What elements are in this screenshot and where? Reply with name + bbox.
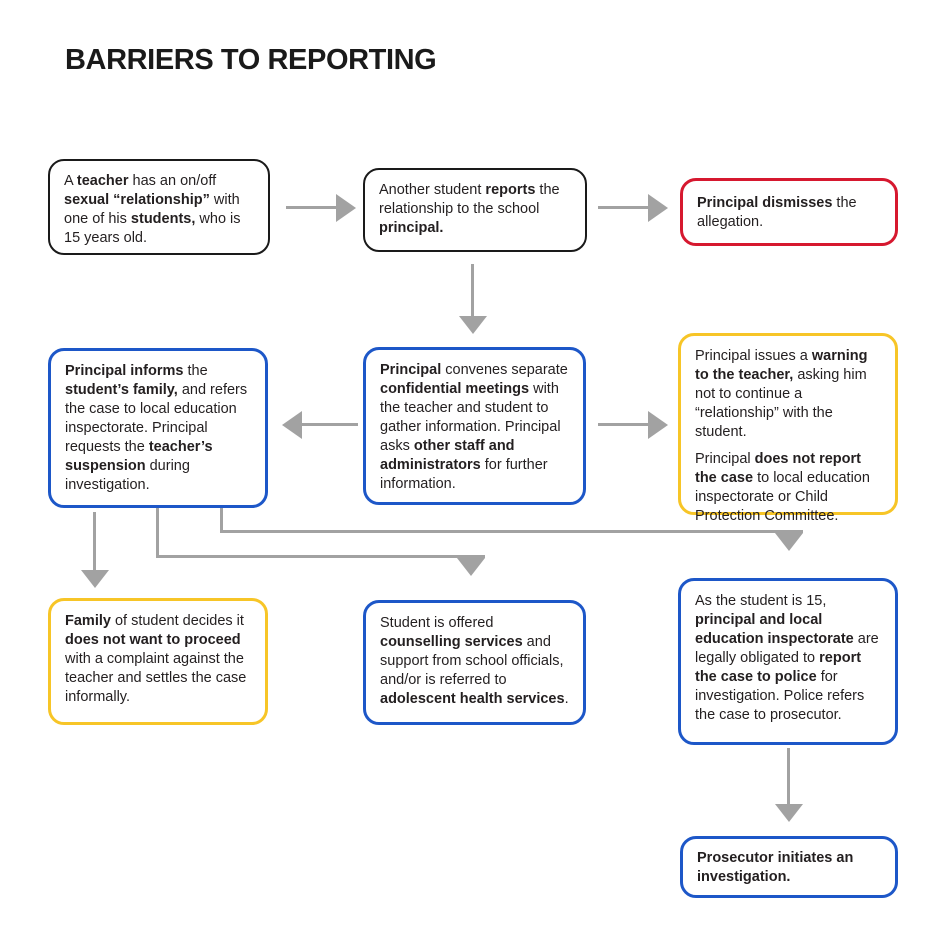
arrow-shaft (286, 206, 336, 209)
arrowhead-right-icon (648, 194, 668, 222)
arrow-shaft (787, 748, 790, 806)
arrow-shaft (598, 423, 648, 426)
flow-box-principal-dismisses: Principal dismisses the allegation. (680, 178, 898, 246)
arrow-shaft-horizontal (156, 555, 485, 558)
flow-box-confidential-meetings: Principal convenes separate confidential… (363, 347, 586, 505)
flow-box-prosecutor-investigation: Prosecutor initiates an investigation. (680, 836, 898, 898)
flow-box-warning-no-report: Principal issues a warning to the teache… (678, 333, 898, 524)
arrowhead-down-icon (459, 316, 487, 334)
flow-box-counselling-services: Student is offered counselling services … (363, 600, 586, 725)
arrow-shaft (93, 512, 96, 572)
arrow-shaft (471, 264, 474, 317)
flow-box-student-reports: Another student reports the relationship… (363, 168, 587, 252)
arrow-shaft (302, 423, 358, 426)
flow-box-teacher-relationship: A teacher has an on/off sexual “relation… (48, 159, 270, 255)
arrowhead-right-icon (336, 194, 356, 222)
flow-box-principal-informs-family: Principal informs the student’s family, … (48, 348, 268, 508)
arrowhead-down-icon (457, 558, 485, 576)
flow-box-family-settles: Family of student decides it does not wa… (48, 598, 268, 725)
arrowhead-down-icon (775, 804, 803, 822)
arrowhead-right-icon (648, 411, 668, 439)
arrow-shaft-vertical (156, 508, 159, 558)
arrow-shaft-vertical (220, 508, 223, 533)
arrowhead-left-icon (282, 411, 302, 439)
page-title: BARRIERS TO REPORTING (65, 44, 437, 76)
arrowhead-down-icon (775, 533, 803, 551)
arrowhead-down-icon (81, 570, 109, 588)
flow-box-report-to-police: As the student is 15, principal and loca… (678, 578, 898, 745)
arrow-shaft-horizontal (220, 530, 803, 533)
arrow-shaft (598, 206, 648, 209)
